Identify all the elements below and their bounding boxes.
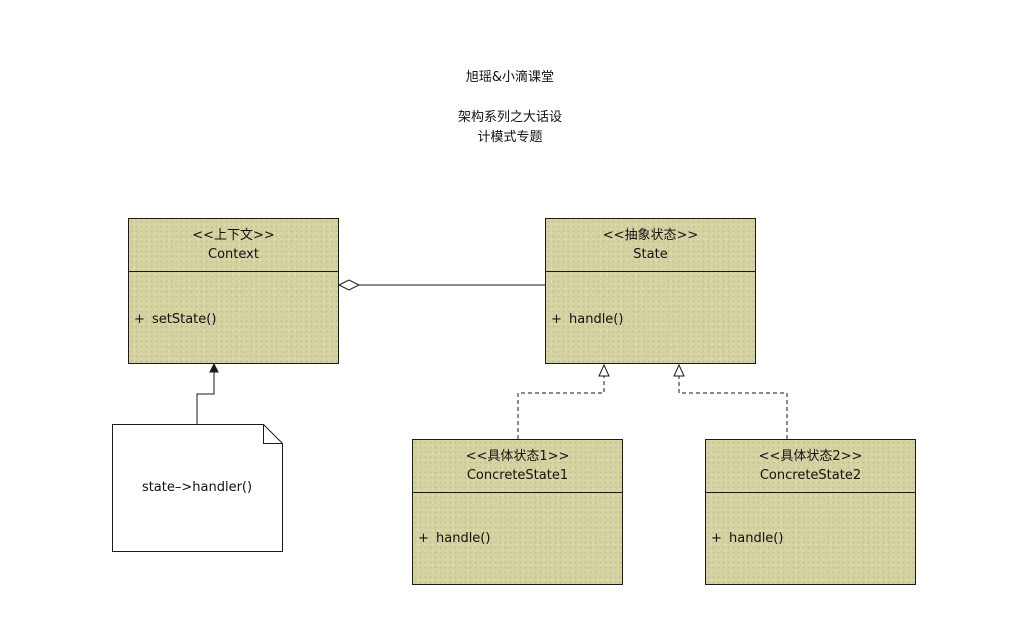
concrete-state2-method-name: handle() [729, 531, 784, 546]
concrete-state2-class[interactable]: <<具体状态2>> ConcreteState2 + handle() [705, 439, 916, 585]
concrete-state1-header: <<具体状态1>> ConcreteState1 [413, 440, 622, 493]
context-class-body: + setState() [129, 272, 338, 363]
concrete-state2-name: ConcreteState2 [759, 468, 862, 483]
concrete-state2-header: <<具体状态2>> ConcreteState2 [706, 440, 915, 493]
state-method-name: handle() [569, 312, 624, 327]
aggregation-diamond [337, 279, 361, 291]
context-stereotype: <<上下文>> [192, 228, 275, 243]
context-class[interactable]: <<上下文>> Context + setState() [128, 218, 339, 364]
realization-arrow-concrete1 [598, 363, 610, 377]
context-method: + setState() [134, 312, 216, 327]
state-name: State [633, 247, 668, 262]
realization-arrow-concrete2 [673, 363, 685, 377]
context-name: Context [208, 247, 259, 262]
concrete-state2-stereotype: <<具体状态2>> [758, 449, 863, 464]
concrete-state1-method: + handle() [418, 531, 490, 546]
state-class-body: + handle() [546, 272, 755, 363]
note-shape [112, 424, 283, 552]
concrete-state1-method-name: handle() [436, 531, 491, 546]
concrete-state1-body: + handle() [413, 493, 622, 584]
title-line-2: 架构系列之大话设 [457, 110, 562, 125]
realization-line-concrete2 [678, 376, 788, 439]
concrete-state2-body: + handle() [706, 493, 915, 584]
note-text: state–>handler() [141, 480, 253, 495]
realization-line-concrete1 [517, 376, 605, 439]
title-line-1: 旭瑶&小滴课堂 [465, 70, 555, 85]
state-class-header: <<抽象状态>> State [546, 219, 755, 272]
context-class-header: <<上下文>> Context [129, 219, 338, 272]
concrete-state2-method: + handle() [711, 531, 783, 546]
concrete-state1-name: ConcreteState1 [466, 468, 569, 483]
concrete-state1-stereotype: <<具体状态1>> [465, 449, 570, 464]
state-visibility: + [551, 312, 562, 327]
state-class[interactable]: <<抽象状态>> State + handle() [545, 218, 756, 364]
context-method-name: setState() [152, 312, 217, 327]
title-line-3: 计模式专题 [477, 130, 543, 145]
concrete-state1-visibility: + [418, 531, 429, 546]
concrete-state1-class[interactable]: <<具体状态1>> ConcreteState1 + handle() [412, 439, 623, 585]
context-visibility: + [134, 312, 145, 327]
concrete-state2-visibility: + [711, 531, 722, 546]
state-method: + handle() [551, 312, 623, 327]
note-link-line [196, 372, 215, 424]
state-stereotype: <<抽象状态>> [602, 228, 699, 243]
note-link-arrow [209, 362, 219, 373]
note-fold [263, 424, 283, 444]
